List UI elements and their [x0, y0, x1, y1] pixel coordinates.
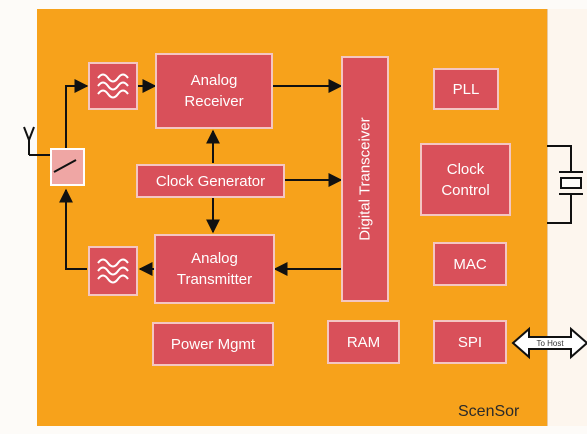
- analog-transmitter-block: Analog Transmitter: [154, 234, 275, 304]
- bandpass-filter-icon: [97, 73, 129, 99]
- external-area: [547, 9, 587, 426]
- clock-generator-label: Clock Generator: [155, 172, 266, 190]
- pll-block: PLL: [433, 68, 499, 110]
- chip-name-label: ScenSor: [458, 403, 520, 420]
- rf-path-wires: [59, 79, 157, 276]
- ram-label: RAM: [346, 333, 381, 351]
- bidirectional-arrow-icon: To Host: [511, 326, 587, 360]
- spi-label: SPI: [457, 333, 483, 351]
- pll-label: PLL: [452, 80, 480, 98]
- rx-bandpass-filter: [88, 62, 138, 110]
- clock-generator-block: Clock Generator: [136, 164, 285, 198]
- digital-transceiver-label: Digital Transceiver: [356, 117, 374, 241]
- analog-receiver-block: Analog Receiver: [155, 53, 273, 129]
- rf-switch: [50, 148, 85, 186]
- mac-block: MAC: [433, 242, 507, 286]
- to-host-label: To Host: [536, 339, 564, 348]
- spi-block: SPI: [433, 320, 507, 364]
- power-mgmt-label: Power Mgmt: [170, 335, 256, 353]
- clock-control-label: Clock Control: [441, 160, 490, 199]
- digital-transceiver-block: Digital Transceiver: [341, 56, 389, 302]
- mac-label: MAC: [453, 255, 487, 273]
- clock-control-block: Clock Control: [420, 143, 511, 216]
- ram-block: RAM: [327, 320, 400, 364]
- bandpass-filter-icon: [97, 258, 129, 284]
- clock-wires: [206, 129, 343, 234]
- crystal-oscillator-icon: [547, 145, 583, 224]
- tx-bandpass-filter: [88, 246, 138, 296]
- analog-receiver-label: Analog Receiver: [184, 72, 244, 110]
- rf-switch-icon: [53, 159, 77, 173]
- data-wires: [273, 79, 343, 276]
- analog-transmitter-label: Analog Transmitter: [176, 250, 253, 288]
- antenna-icon: [23, 126, 50, 156]
- power-mgmt-block: Power Mgmt: [152, 322, 274, 366]
